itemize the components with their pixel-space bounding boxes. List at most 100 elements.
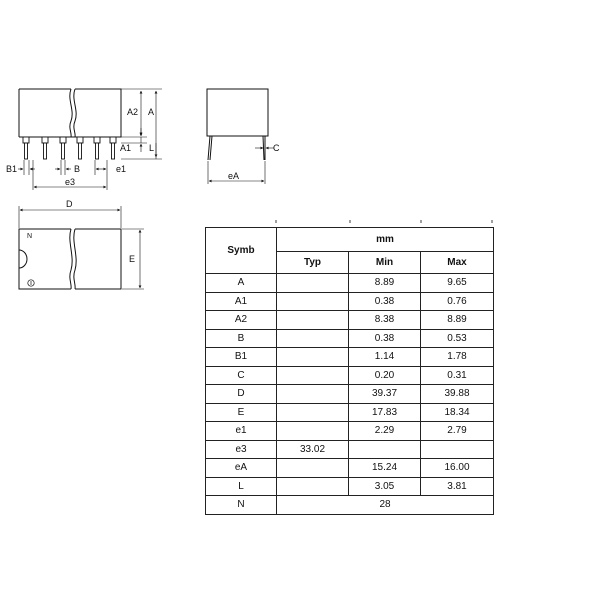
cell-typ (276, 384, 349, 404)
cell-max: 16.00 (420, 458, 494, 478)
cell-symb: L (205, 476, 277, 496)
cell-min: 17.83 (348, 402, 421, 422)
label-a1: A1 (120, 143, 131, 153)
front-break-left (69, 88, 73, 138)
cell-max: 0.53 (420, 328, 494, 348)
top-break-left (69, 228, 73, 290)
pin-shoulder (22, 136, 30, 144)
cell-min: 1.14 (348, 347, 421, 367)
pin-lead (61, 142, 65, 160)
cell-symb: e1 (205, 421, 277, 441)
pin-shoulder (41, 136, 49, 144)
cell-max: 2.79 (420, 421, 494, 441)
min-header: Min (348, 251, 421, 274)
cell-typ (276, 273, 349, 293)
side-lead-left (207, 135, 211, 161)
cell-min: 15.24 (348, 458, 421, 478)
cell-typ (276, 458, 349, 478)
pin-shoulder (59, 136, 67, 144)
cell-min (348, 439, 421, 459)
side-view (206, 88, 269, 161)
cell-symb: B1 (205, 347, 277, 367)
unit-header: mm (276, 227, 494, 252)
cell-symb: A (205, 273, 277, 293)
label-e: E (129, 254, 135, 264)
label-a: A (148, 107, 154, 117)
front-body (18, 88, 122, 138)
pin-lead (111, 142, 115, 160)
cell-typ (276, 476, 349, 496)
cell-symb: C (205, 365, 277, 385)
label-n: N (27, 233, 32, 240)
pin-shoulder (93, 136, 101, 144)
label-ea: eA (228, 171, 239, 181)
top-body (18, 228, 122, 290)
cell-max: 18.34 (420, 402, 494, 422)
cell-max: 39.88 (420, 384, 494, 404)
top-break-right (73, 228, 77, 290)
table-top-ticks (275, 220, 493, 223)
label-c: C (273, 143, 280, 153)
label-e3: e3 (65, 177, 75, 187)
cell-max: 3.81 (420, 476, 494, 496)
cell-symb: A2 (205, 310, 277, 330)
symb-header: Symb (205, 227, 277, 274)
cell-min: 0.20 (348, 365, 421, 385)
cell-typ (276, 365, 349, 385)
pin1-notch (18, 249, 28, 269)
cell-min: 39.37 (348, 384, 421, 404)
cell-max: 0.31 (420, 365, 494, 385)
cell-symb: D (205, 384, 277, 404)
cell-symb: e3 (205, 439, 277, 459)
pin-lead (43, 142, 47, 160)
cell-min: 3.05 (348, 476, 421, 496)
max-header: Max (420, 251, 494, 274)
side-dimensions (207, 146, 274, 184)
cell-max: 1.78 (420, 347, 494, 367)
cell-min: 2.29 (348, 421, 421, 441)
top-dimensions (18, 206, 144, 290)
front-pins (22, 136, 117, 160)
cell-min: 8.89 (348, 273, 421, 293)
pin-shoulder (109, 136, 117, 144)
cell-typ: 33.02 (276, 439, 349, 459)
top-view (18, 228, 122, 290)
cell-max: 8.89 (420, 310, 494, 330)
cell-symb: B (205, 328, 277, 348)
cell-typ (276, 421, 349, 441)
cell-symb: N (205, 495, 277, 515)
cell-min: 8.38 (348, 310, 421, 330)
cell-typ (276, 347, 349, 367)
cell-typ (276, 310, 349, 330)
cell-min: 0.38 (348, 328, 421, 348)
cell-typ (276, 402, 349, 422)
label-d: D (66, 199, 73, 209)
typ-header: Typ (276, 251, 349, 274)
label-a2: A2 (127, 107, 138, 117)
side-body (206, 88, 269, 137)
pin-lead (95, 142, 99, 160)
cell-symb: eA (205, 458, 277, 478)
front-dimensions (18, 88, 162, 190)
side-lead-right (262, 135, 265, 161)
cell-max (420, 439, 494, 459)
front-view (18, 88, 122, 138)
cell-symb: A1 (205, 291, 277, 311)
pin-lead (78, 142, 82, 160)
pin-shoulder (76, 136, 84, 144)
cell-typ (276, 291, 349, 311)
pin1-marker (27, 279, 35, 287)
